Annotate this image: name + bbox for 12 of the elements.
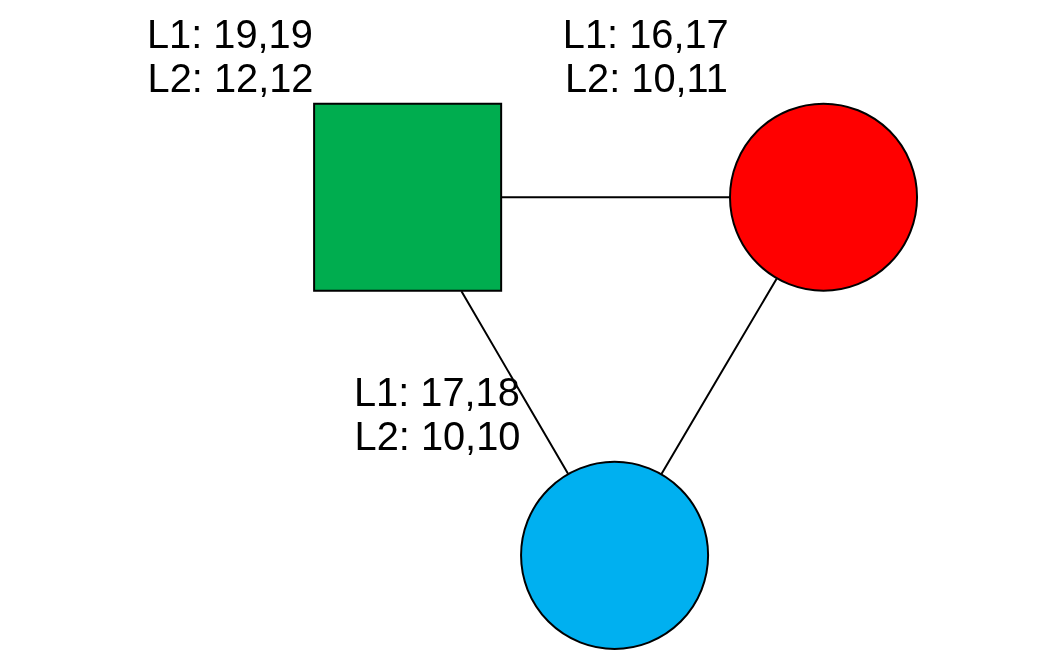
node-label: L2: 12,12 [147, 55, 314, 100]
node-box [313, 102, 503, 292]
connector [500, 196, 731, 199]
node-circle [520, 460, 710, 650]
connector [460, 290, 570, 475]
node-label: L2: 10,10 [354, 413, 521, 458]
node-circle [729, 102, 919, 292]
node-label: L1: 16,17 [562, 11, 729, 56]
node-label: L1: 17,18 [353, 370, 520, 415]
node-label: L1: 19,19 [146, 11, 313, 56]
connector [660, 277, 778, 476]
node-label: L2: 10,11 [564, 55, 728, 100]
